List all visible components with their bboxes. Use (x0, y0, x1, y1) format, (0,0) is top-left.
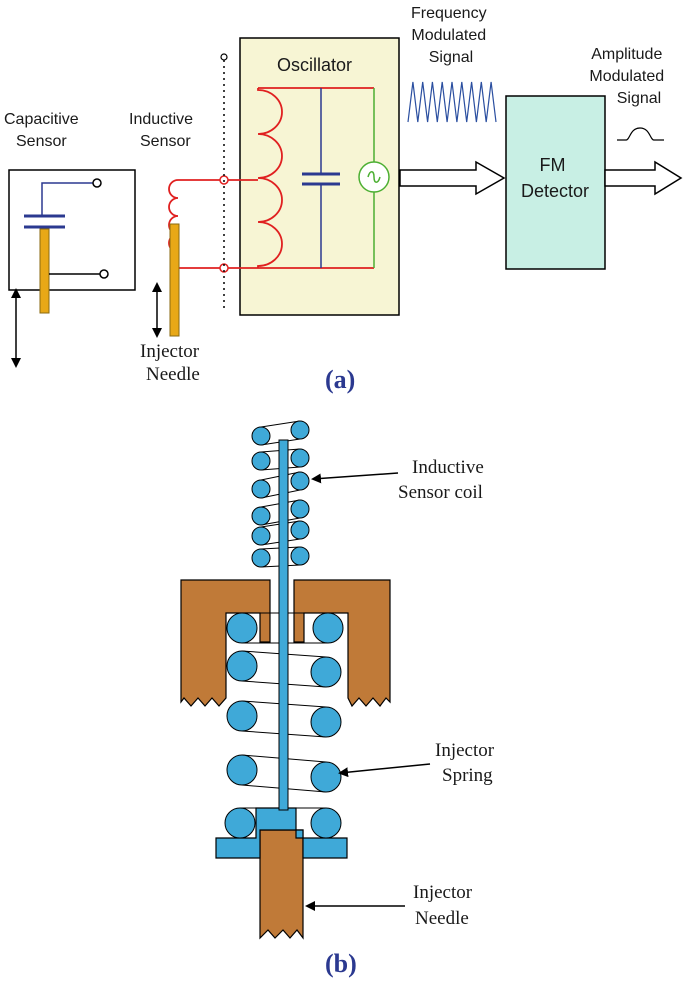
injector-needle-body (259, 829, 304, 940)
oscillator: Oscillator (228, 37, 400, 316)
fm-waveform (407, 81, 497, 123)
housing-right (293, 579, 391, 708)
sensor-coil-ball (251, 548, 271, 568)
fm-detector: FM Detector (505, 95, 683, 270)
spring-ball (310, 807, 342, 839)
capacitive-top-wire (41, 182, 97, 216)
separator-end-dot (220, 53, 228, 61)
spring-ball (312, 612, 344, 644)
injector-needle-label-a: Injector Needle (140, 341, 204, 385)
spring-ball (226, 650, 258, 682)
sensor-coil-ball (251, 526, 271, 546)
sensor-coil-ball (290, 499, 310, 519)
oscillator-coil (228, 87, 374, 269)
sensor-coil-pointer (311, 472, 399, 484)
inductive-needle (169, 223, 180, 337)
capacitive-sensor: Capacitive Sensor (4, 111, 136, 368)
ac-source-wave (367, 171, 381, 183)
sensor-coil-label: Inductive Sensor coil (398, 457, 489, 503)
panel-b: Inductive Sensor coil Injector Spring In… (180, 420, 499, 978)
sensor-winding-top (260, 420, 301, 428)
injector-spring-pointer (338, 763, 431, 778)
fm-signal: Frequency Modulated Signal (399, 5, 506, 196)
capacitive-needle (39, 228, 50, 314)
am-signal: Amplitude Modulated Signal (589, 46, 668, 141)
sensor-coil-ball (290, 546, 310, 566)
capacitive-sensor-housing (8, 169, 136, 291)
sensor-coil-ball (290, 520, 310, 540)
spring-ball (226, 700, 258, 732)
fm-detector-box (505, 95, 606, 270)
spring-ball (310, 656, 342, 688)
capacitive-bottom-terminal (99, 269, 109, 279)
sensor-coil-ball (251, 451, 271, 471)
central-rod (278, 439, 289, 811)
panel-a: Capacitive Sensor Inductive Sensor (4, 5, 683, 394)
sensor-coil-ball (251, 479, 271, 499)
injector-spring-label: Injector Spring (435, 740, 499, 786)
am-signal-label: Amplitude Modulated Signal (589, 46, 668, 107)
inductive-sensor-label: Inductive Sensor (129, 111, 198, 150)
sensor-coil-ball (290, 420, 310, 440)
spring-ball (310, 706, 342, 738)
fm-arrow (399, 160, 506, 196)
capacitive-top-terminal (92, 178, 102, 188)
capacitive-sensor-label: Capacitive Sensor (4, 111, 83, 150)
sensor-coil-ball (251, 426, 271, 446)
am-arrow (604, 160, 683, 196)
spring-seat (215, 807, 348, 859)
spring-ball (226, 754, 258, 786)
spring-balls (224, 612, 344, 839)
figure-label-a: (a) (325, 365, 355, 394)
spring-ball (310, 761, 342, 793)
inductive-sensor: Inductive Sensor Injector Needle (129, 53, 229, 385)
housing-left (180, 579, 271, 707)
am-waveform (617, 127, 664, 141)
sensor-coil-balls (251, 420, 310, 568)
sensor-coil-ball (251, 506, 271, 526)
oscillator-label: Oscillator (277, 55, 352, 75)
spring-ball (224, 807, 256, 839)
sensor-coil-ball (290, 471, 310, 491)
sensor-coil-ball (290, 448, 310, 468)
figure-label-b: (b) (325, 949, 357, 978)
spring-ball (226, 612, 258, 644)
injector-needle-label-b: Injector Needle (413, 882, 477, 929)
fm-detector-label: FM Detector (521, 155, 589, 201)
fm-signal-label: Frequency Modulated Signal (411, 5, 491, 66)
